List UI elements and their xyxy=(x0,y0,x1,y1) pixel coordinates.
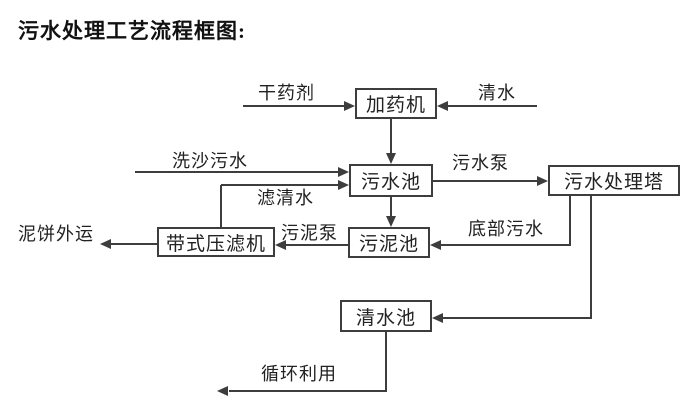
segment-tower-right-down-line xyxy=(590,196,592,319)
arrowhead-into-sewage-pool-filt xyxy=(338,180,349,190)
arrowhead-into-sewage-pool-top xyxy=(386,153,396,164)
segment-dry-agent-line xyxy=(243,105,344,107)
segment-mud-cake-line xyxy=(111,243,157,245)
node-clean-water-pool: 清水池 xyxy=(340,300,432,332)
label-bottom-sewage: 底部污水 xyxy=(468,219,544,239)
label-recycle-use: 循环利用 xyxy=(261,364,337,384)
node-sewage-pool: 污水池 xyxy=(349,164,433,197)
label-mud-cake-outbound: 泥饼外运 xyxy=(18,224,94,244)
label-sewage-pump: 污水泵 xyxy=(452,153,509,173)
segment-clean-pool-down-line xyxy=(385,332,387,391)
segment-sand-sewage-line xyxy=(135,171,338,173)
arrowhead-into-sewage-pool-sand xyxy=(338,167,349,177)
segment-dosing-down-line xyxy=(390,119,392,153)
arrowhead-into-tower xyxy=(537,176,548,186)
segment-sludge-pump-line xyxy=(286,244,348,246)
node-sewage-treatment-tower: 污水处理塔 xyxy=(548,165,680,196)
node-belt-filter-press: 带式压滤机 xyxy=(157,227,275,257)
label-sand-washing-sewage: 洗沙污水 xyxy=(172,151,248,171)
segment-sewage-pump-line xyxy=(433,180,537,182)
segment-filtrate-v-line xyxy=(220,185,222,227)
label-filtered-water: 滤清水 xyxy=(257,188,314,208)
arrowhead-into-belt-press xyxy=(275,240,286,250)
arrowhead-to-recycle xyxy=(217,386,228,396)
label-sludge-pump: 污泥泵 xyxy=(281,223,338,243)
segment-recycle-line xyxy=(229,390,387,392)
arrowhead-into-sludge-pool-right xyxy=(430,240,441,250)
segment-to-clean-pool-line xyxy=(443,317,592,319)
arrowhead-into-sludge-pool-top xyxy=(386,216,396,227)
segment-tower-left-down-line xyxy=(569,196,571,246)
arrowhead-into-clean-pool xyxy=(432,313,443,323)
segment-filtrate-h-line xyxy=(221,184,338,186)
diagram-title: 污水处理工艺流程框图: xyxy=(18,19,246,43)
arrowhead-into-dosing-left xyxy=(344,101,355,111)
node-dosing-machine: 加药机 xyxy=(355,88,437,119)
segment-clean-water-line xyxy=(448,105,537,107)
segment-bottom-sewage-line xyxy=(441,244,571,246)
arrowhead-into-dosing-right xyxy=(437,101,448,111)
node-sludge-pool: 污泥池 xyxy=(348,227,430,258)
label-dry-agent: 干药剂 xyxy=(258,83,315,103)
arrowhead-to-mud-cake xyxy=(100,239,111,249)
label-clean-water: 清水 xyxy=(478,83,516,103)
segment-pool-to-sludge-line xyxy=(390,197,392,216)
